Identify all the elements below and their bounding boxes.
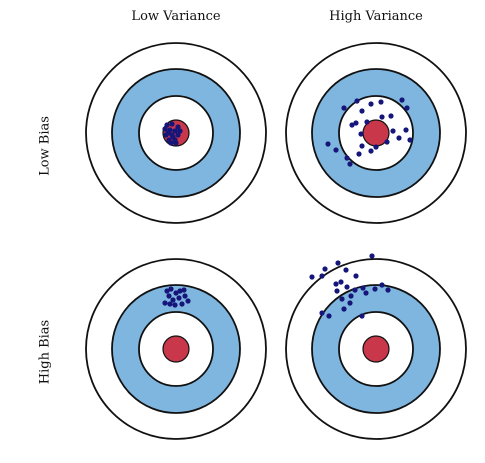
shot-dot <box>349 122 355 128</box>
shot-dot <box>352 287 358 293</box>
shot-dot <box>372 286 378 292</box>
shot-dot <box>326 313 332 319</box>
shot-dot <box>166 293 172 299</box>
shot-dot <box>388 113 394 119</box>
shot-dot <box>322 266 328 272</box>
shot-dot <box>373 144 379 150</box>
shot-dot <box>378 99 384 105</box>
target-low-bias-high-variance <box>285 42 467 224</box>
shot-dot <box>407 137 413 143</box>
shot-dot <box>176 295 182 301</box>
shot-dot <box>341 105 347 111</box>
shot-dot <box>353 120 359 126</box>
shot-dot <box>172 128 178 134</box>
shot-dot <box>175 124 181 130</box>
shot-dot <box>363 290 369 296</box>
shot-dot <box>369 253 375 259</box>
bullseye <box>362 335 390 363</box>
shot-dot <box>403 127 409 133</box>
shot-dot <box>165 130 171 136</box>
shot-dot <box>368 148 374 154</box>
shot-dot <box>354 98 360 104</box>
target-high-bias-low-variance <box>85 258 267 440</box>
shot-dot <box>333 281 339 287</box>
shot-dot <box>335 260 341 266</box>
shot-dot <box>169 121 175 127</box>
shot-dot <box>167 301 173 307</box>
shot-dot <box>181 287 187 293</box>
shot-dot <box>347 300 353 306</box>
shot-dot <box>359 108 365 114</box>
shot-dot <box>396 135 402 141</box>
column-label-low-variance: Low Variance <box>131 9 221 24</box>
shot-dot <box>182 293 188 299</box>
shot-dot <box>344 155 350 161</box>
shot-dot <box>368 101 374 107</box>
shot-dot <box>404 105 410 111</box>
shot-dot <box>360 285 366 291</box>
shot-dot <box>179 301 185 307</box>
shot-dot <box>338 279 344 285</box>
shot-dot <box>169 132 175 138</box>
shot-dot <box>177 288 183 294</box>
shot-dot <box>359 313 365 319</box>
shot-dot <box>319 310 325 316</box>
shot-dot <box>319 273 325 279</box>
shot-dot <box>341 306 347 312</box>
shot-dot <box>164 122 170 128</box>
shot-dot <box>175 132 181 138</box>
shot-dot <box>173 140 179 146</box>
shot-dot <box>353 273 359 279</box>
shot-dot <box>364 119 370 125</box>
shot-dot <box>333 147 339 153</box>
shot-dot <box>168 286 174 292</box>
shot-dot <box>185 298 191 304</box>
shot-dot <box>334 288 340 294</box>
shot-dot <box>162 300 168 306</box>
shot-dot <box>344 284 350 290</box>
shot-dot <box>172 302 178 308</box>
shot-dot <box>384 139 390 145</box>
bullseye <box>162 335 190 363</box>
shot-dot <box>168 140 174 146</box>
shot-dot <box>347 161 353 167</box>
shot-dot <box>164 288 170 294</box>
shot-dot <box>162 126 168 132</box>
shot-dot <box>356 151 362 157</box>
shot-dot <box>325 141 331 147</box>
shot-dot <box>170 297 176 303</box>
target-high-bias-high-variance <box>285 253 467 440</box>
shot-dot <box>390 128 396 134</box>
shot-dot <box>177 128 183 134</box>
shot-dot <box>385 287 391 293</box>
target-low-bias-low-variance <box>85 42 267 224</box>
shot-dot <box>358 131 364 137</box>
shot-dot <box>173 290 179 296</box>
shot-dot <box>343 267 349 273</box>
shot-dot <box>348 293 354 299</box>
shot-dot <box>309 274 315 280</box>
shot-dot <box>359 143 365 149</box>
shot-dot <box>339 296 345 302</box>
shot-dot <box>399 97 405 103</box>
shot-dot <box>379 282 385 288</box>
shot-dot <box>379 114 385 120</box>
column-label-high-variance: High Variance <box>329 9 423 24</box>
